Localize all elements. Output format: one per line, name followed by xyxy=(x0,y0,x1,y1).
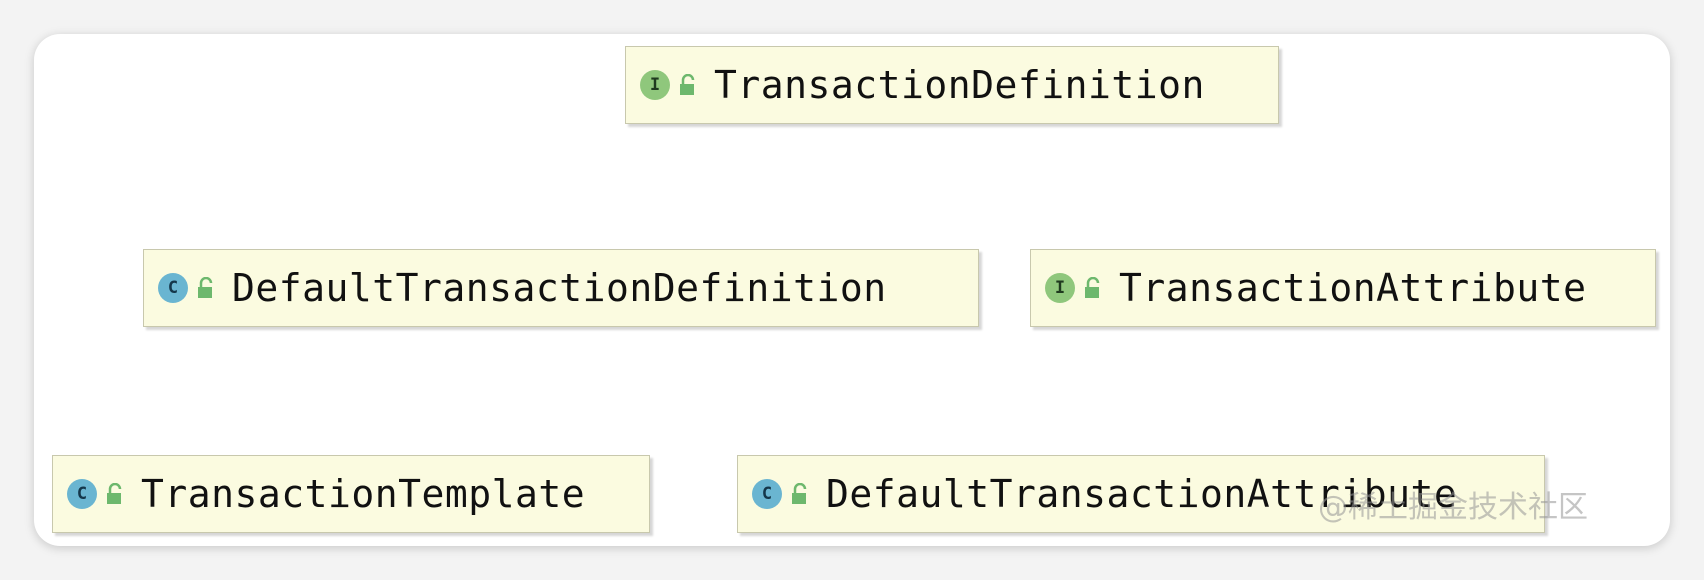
node-label: DefaultTransactionAttribute xyxy=(826,472,1458,516)
node-default-transaction-attribute[interactable]: C DefaultTransactionAttribute xyxy=(737,455,1545,533)
unlocked-padlock-icon xyxy=(198,277,213,298)
class-badge-icon: C xyxy=(158,273,188,303)
interface-badge-icon: I xyxy=(1045,273,1075,303)
class-badge-icon: C xyxy=(67,479,97,509)
node-default-transaction-definition[interactable]: C DefaultTransactionDefinition xyxy=(143,249,979,327)
node-transaction-attribute[interactable]: I TransactionAttribute xyxy=(1030,249,1656,327)
node-label: TransactionAttribute xyxy=(1119,266,1587,310)
unlocked-padlock-icon xyxy=(1085,277,1100,298)
node-label: TransactionTemplate xyxy=(141,472,586,516)
unlocked-padlock-icon xyxy=(107,483,122,504)
class-badge-icon: C xyxy=(752,479,782,509)
watermark-text: @稀土掘金技术社区 xyxy=(1318,490,1588,525)
unlocked-padlock-icon xyxy=(680,74,695,95)
interface-badge-icon: I xyxy=(640,70,670,100)
unlocked-padlock-icon xyxy=(792,483,807,504)
node-label: DefaultTransactionDefinition xyxy=(232,266,887,310)
node-transaction-definition[interactable]: I TransactionDefinition xyxy=(625,46,1279,124)
node-transaction-template[interactable]: C TransactionTemplate xyxy=(52,455,650,533)
node-label: TransactionDefinition xyxy=(714,63,1205,107)
